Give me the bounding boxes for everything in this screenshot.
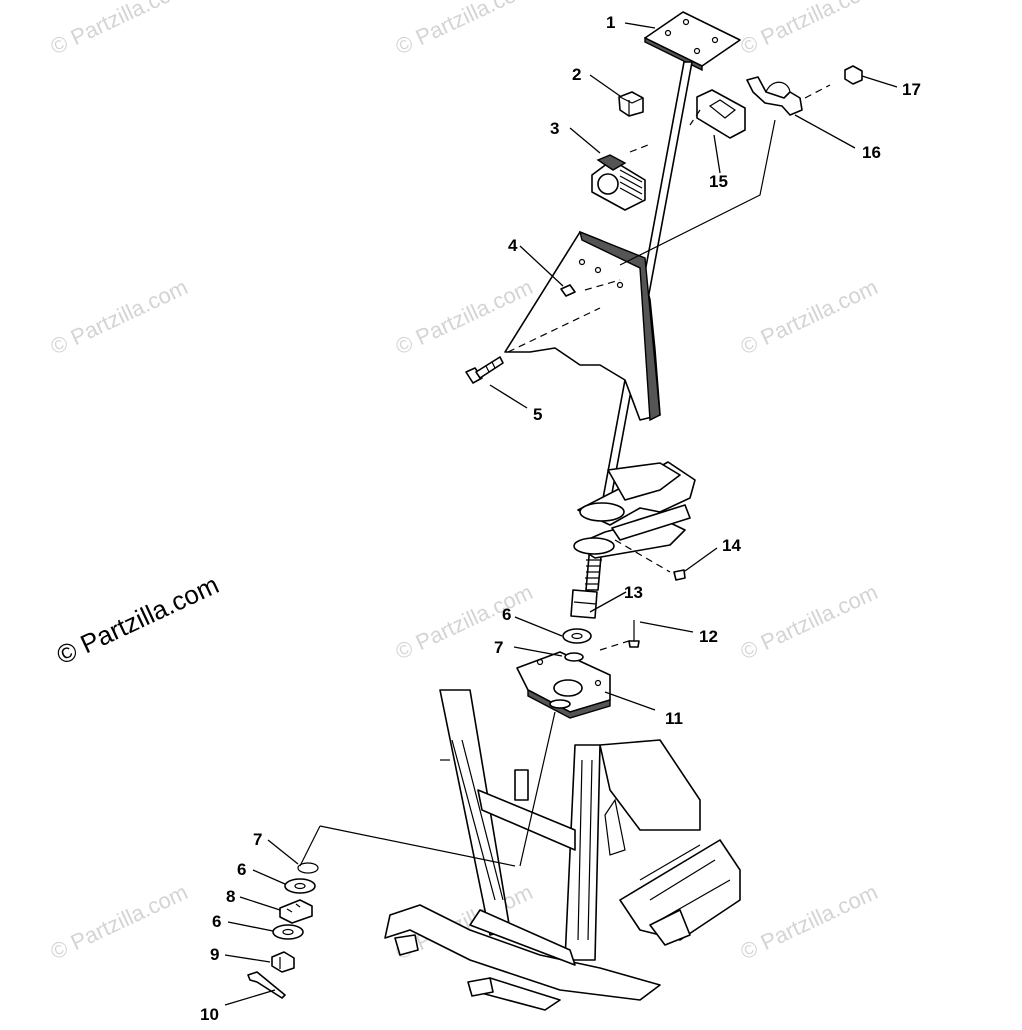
o-ring-lower [297,862,319,874]
callout-6-lower-1: 6 [237,860,246,879]
watermark: © Partzilla.com [392,579,537,664]
o-ring-upper [564,652,584,662]
steering-support-bracket [573,461,696,559]
callout-2: 2 [572,65,581,84]
watermark: © Partzilla.com [47,879,192,964]
washer-upper [562,628,592,644]
callout-3: 3 [550,119,559,138]
watermark: © Partzilla.com [47,0,192,60]
washer-lower-1 [284,878,316,894]
leader-lines [224,22,898,1006]
clamp [746,76,803,116]
castle-nut-lower [279,899,313,924]
watermark: © Partzilla.com [737,879,882,964]
washer-lower-2 [272,924,304,940]
cotter-pin [247,971,286,999]
callout-9: 9 [210,945,219,964]
callout-13: 13 [624,583,643,602]
bearing-block [696,89,746,139]
castle-nut-9 [271,951,295,973]
callout-11: 11 [665,709,683,728]
callout-12: 12 [699,627,718,646]
watermark-main: © Partzilla.com [52,569,223,670]
bushing [618,91,644,117]
screw [560,284,576,297]
callout-8: 8 [226,887,235,906]
callout-15: 15 [709,172,728,191]
frame-chassis [384,689,741,1011]
callout-labels: 1 2 3 4 5 6 7 11 12 13 14 15 16 17 7 6 8… [200,13,921,1024]
watermark: © Partzilla.com [47,274,192,359]
watermark: © Partzilla.com [737,274,882,359]
console-panel [504,230,661,422]
callout-7: 7 [494,638,503,657]
nut-top [844,65,863,85]
callout-4: 4 [508,236,518,255]
callout-17: 17 [902,80,921,99]
steering-block [516,651,611,719]
bolt [465,356,504,384]
callout-6: 6 [502,605,511,624]
lower-hardware-stack [247,862,319,999]
callout-6-lower-2: 6 [212,912,221,931]
callout-1: 1 [606,13,615,32]
watermark: © Partzilla.com [392,0,537,60]
callout-5: 5 [533,405,542,424]
callout-7-lower: 7 [253,830,262,849]
callout-14: 14 [722,536,741,555]
mounting-bolt [628,620,640,648]
callout-10: 10 [200,1005,219,1024]
watermark: © Partzilla.com [737,0,882,60]
reference-lines [299,84,831,867]
pin [673,569,686,581]
watermark-layer: © Partzilla.com © Partzilla.com © Partzi… [47,0,882,965]
callout-16: 16 [862,143,881,162]
watermark: © Partzilla.com [737,579,882,664]
rubber-mount [591,154,646,211]
